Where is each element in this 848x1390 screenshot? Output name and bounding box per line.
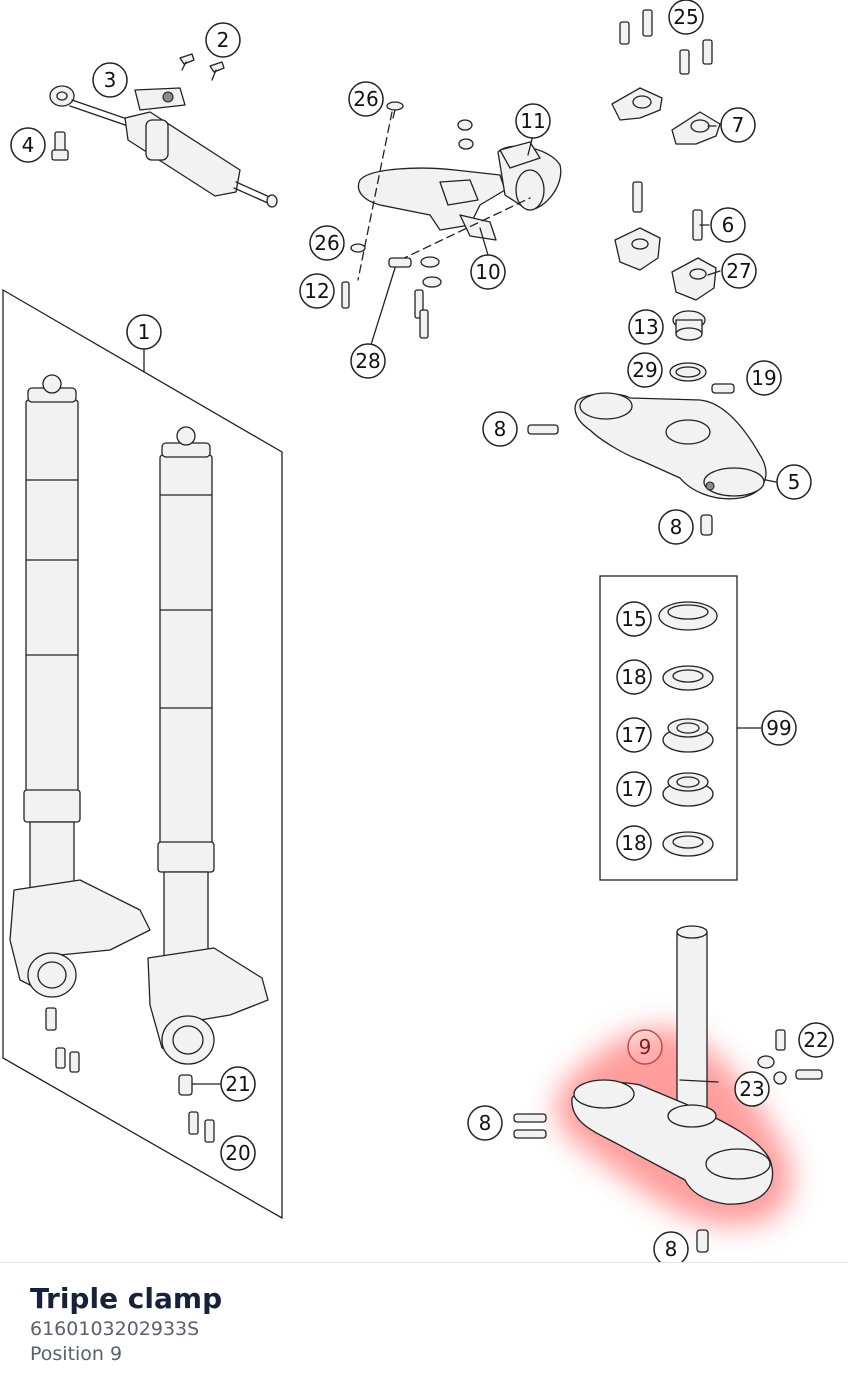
part-title: Triple clamp — [30, 1282, 223, 1315]
callout-99[interactable]: 99 — [761, 710, 797, 746]
part-number: 6160103202933S — [30, 1318, 200, 1340]
callout-9[interactable]: 9 — [627, 1029, 663, 1065]
fork-box-outline — [2, 288, 283, 1220]
callout-2[interactable]: 2 — [205, 22, 241, 58]
callout-22[interactable]: 22 — [798, 1022, 834, 1058]
upper-triple-clamp-part[interactable] — [527, 392, 767, 536]
svg-text:1: 1 — [138, 320, 151, 344]
callout-26-bottom[interactable]: 26 — [309, 225, 345, 261]
callout-29[interactable]: 29 — [627, 352, 663, 388]
callout-4[interactable]: 4 — [10, 127, 46, 163]
right-fork-leg-part[interactable] — [147, 426, 269, 1065]
svg-text:8: 8 — [479, 1111, 492, 1135]
svg-text:25: 25 — [673, 5, 698, 29]
callout-17-top[interactable]: 17 — [616, 717, 652, 753]
svg-text:27: 27 — [726, 259, 751, 283]
leader-lines — [479, 125, 777, 1083]
callout-12[interactable]: 12 — [299, 273, 335, 309]
svg-text:2: 2 — [217, 28, 230, 52]
svg-text:26: 26 — [314, 231, 339, 255]
callout-10[interactable]: 10 — [470, 254, 506, 290]
svg-text:29: 29 — [632, 358, 657, 382]
handlebar-clamp-part[interactable] — [611, 87, 721, 301]
callout-21[interactable]: 21 — [220, 1066, 256, 1102]
callout-1[interactable]: 1 — [126, 314, 162, 350]
svg-text:23: 23 — [739, 1077, 764, 1101]
part-position: Position 9 — [30, 1343, 123, 1365]
selected-part-panel: Triple clamp 6160103202933S Position 9 — [0, 1262, 848, 1390]
callout-26-top[interactable]: 26 — [348, 81, 384, 117]
lower-triple-clamp-part[interactable] — [513, 925, 823, 1253]
svg-text:8: 8 — [494, 417, 507, 441]
exploded-parts-diagram: 1 2 3 4 5 6 7 8 8 8 8 9 10 11 12 13 15 1… — [2, 0, 834, 1262]
svg-text:22: 22 — [803, 1028, 828, 1052]
callout-3[interactable]: 3 — [92, 62, 128, 98]
svg-text:28: 28 — [355, 349, 380, 373]
svg-text:18: 18 — [621, 665, 646, 689]
callout-11[interactable]: 11 — [515, 103, 551, 139]
bolt-part[interactable] — [51, 53, 225, 161]
svg-text:99: 99 — [766, 716, 791, 740]
svg-text:15: 15 — [621, 607, 646, 631]
svg-text:17: 17 — [621, 777, 646, 801]
callout-19[interactable]: 19 — [746, 360, 782, 396]
svg-text:21: 21 — [225, 1072, 250, 1096]
bearing-kit-box — [599, 575, 765, 881]
svg-text:20: 20 — [225, 1141, 250, 1165]
steering-damper-part[interactable] — [49, 85, 278, 208]
svg-text:8: 8 — [665, 1237, 678, 1261]
svg-text:17: 17 — [621, 723, 646, 747]
svg-text:19: 19 — [751, 366, 776, 390]
callout-7[interactable]: 7 — [720, 107, 756, 143]
upper-bracket-part[interactable] — [357, 141, 562, 241]
callout-23[interactable]: 23 — [734, 1071, 770, 1107]
small-fastener-parts[interactable] — [341, 101, 474, 339]
svg-text:13: 13 — [633, 315, 658, 339]
callout-18-bottom[interactable]: 18 — [616, 825, 652, 861]
callout-8-upper-bottom[interactable]: 8 — [658, 509, 694, 545]
callout-18-top[interactable]: 18 — [616, 659, 652, 695]
callout-8-upper-left[interactable]: 8 — [482, 411, 518, 447]
callout-27[interactable]: 27 — [721, 253, 757, 289]
dashed-axis-lines — [357, 111, 531, 349]
svg-text:9: 9 — [639, 1035, 652, 1059]
svg-text:3: 3 — [104, 68, 117, 92]
fork-fastener-parts[interactable] — [45, 1007, 223, 1143]
callout-17-bottom[interactable]: 17 — [616, 771, 652, 807]
callout-25[interactable]: 25 — [668, 0, 704, 35]
svg-text:4: 4 — [22, 133, 35, 157]
svg-text:7: 7 — [732, 113, 745, 137]
callout-15[interactable]: 15 — [616, 601, 652, 637]
callout-5[interactable]: 5 — [776, 464, 812, 500]
callout-6[interactable]: 6 — [710, 207, 746, 243]
callout-8-lower-bottom[interactable]: 8 — [653, 1231, 689, 1262]
svg-text:8: 8 — [670, 515, 683, 539]
svg-text:6: 6 — [722, 213, 735, 237]
callout-13[interactable]: 13 — [628, 309, 664, 345]
svg-text:11: 11 — [520, 109, 545, 133]
nut-washer-part[interactable] — [669, 310, 735, 394]
left-fork-leg-part[interactable] — [9, 374, 151, 998]
callout-28[interactable]: 28 — [350, 343, 386, 379]
bearing-kit-parts[interactable] — [658, 601, 718, 857]
callout-20[interactable]: 20 — [220, 1135, 256, 1171]
callout-8-lower-left[interactable]: 8 — [467, 1105, 503, 1141]
svg-text:18: 18 — [621, 831, 646, 855]
svg-text:12: 12 — [304, 279, 329, 303]
svg-text:26: 26 — [353, 87, 378, 111]
clamp-bolts-part[interactable] — [619, 9, 713, 241]
svg-text:10: 10 — [475, 260, 500, 284]
svg-text:5: 5 — [788, 470, 801, 494]
